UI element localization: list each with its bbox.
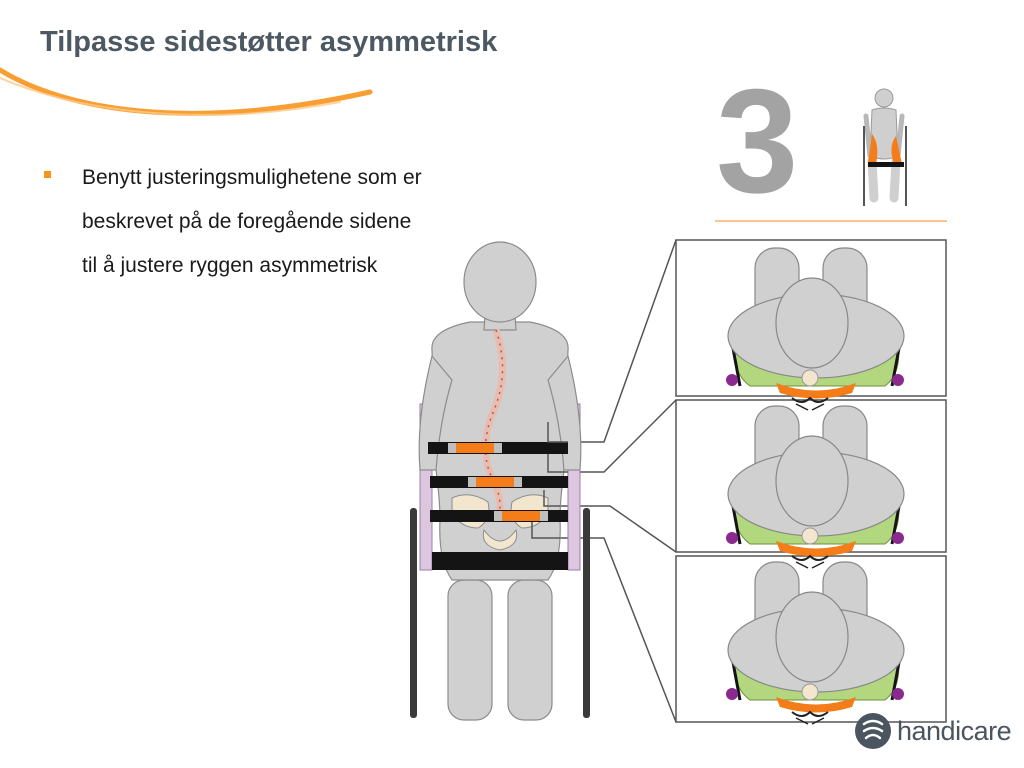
bullet-line: til å justere ryggen asymmetrisk — [82, 254, 378, 277]
handicare-logo-mark-icon — [855, 713, 891, 749]
bullet-item: Benytt justeringsmulighetene som er besk… — [44, 156, 514, 288]
side-support-brackets — [531, 422, 568, 539]
wheelchair-frame — [410, 403, 590, 718]
wheelchair-user-back-icon — [863, 88, 907, 206]
bullet-text: Benytt justeringsmulighetene som er besk… — [82, 156, 514, 288]
orange-divider-line — [715, 220, 947, 222]
bullet-line: Benytt justeringsmulighetene som er — [82, 166, 422, 189]
logo-text: handicare — [897, 715, 1012, 746]
strap-seat — [432, 552, 568, 570]
strap-lower — [430, 510, 568, 522]
seated-person-back-view — [418, 241, 582, 721]
spine — [481, 328, 506, 522]
strap-middle — [430, 476, 568, 488]
handicare-logo: handicare — [854, 712, 1012, 750]
strap-upper — [428, 442, 568, 454]
slide-title: Tilpasse sidestøtter asymmetrisk — [40, 26, 498, 58]
bullet-line: beskrevet på de foregående sidene — [82, 210, 412, 233]
bullet-list: Benytt justeringsmulighetene som er besk… — [44, 156, 514, 288]
decorative-swoosh — [0, 67, 373, 116]
bullet-marker-icon — [44, 171, 51, 178]
step-number: 3 — [716, 59, 799, 224]
